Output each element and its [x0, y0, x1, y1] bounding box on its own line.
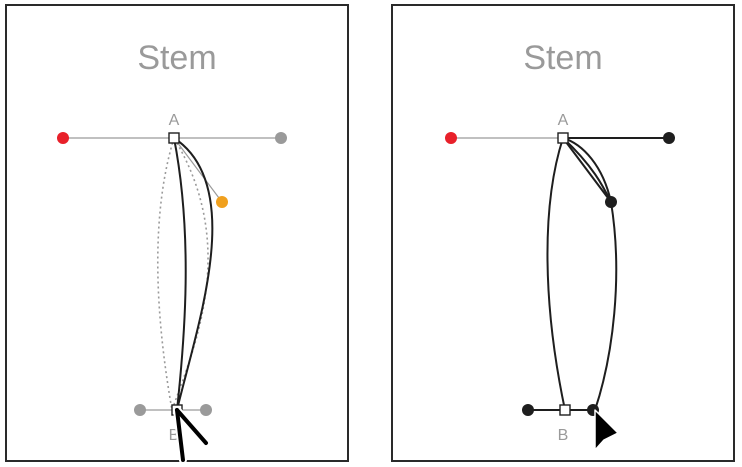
right-midpoint-handle[interactable] — [605, 196, 617, 208]
right-handle-a-right[interactable] — [663, 132, 675, 144]
left-handle-a-right[interactable] — [275, 132, 287, 144]
left-panel-drawing: Stem A B — [57, 39, 287, 464]
left-anchor-a[interactable] — [168, 132, 180, 144]
right-anchor-a-label: A — [558, 112, 569, 129]
right-handle-b-left[interactable] — [522, 404, 534, 416]
left-handle-b-right[interactable] — [200, 404, 212, 416]
left-midpoint-handle[interactable] — [216, 196, 228, 208]
right-handle-a-left[interactable] — [445, 132, 457, 144]
right-anchor-b-label: B — [558, 427, 569, 444]
right-stem-inner-curve — [562, 137, 612, 203]
left-handle-a-left[interactable] — [57, 132, 69, 144]
left-handle-b-left[interactable] — [134, 404, 146, 416]
left-anchor-a-label: A — [169, 112, 180, 129]
right-panel: Stem A B — [391, 4, 735, 462]
left-anchor-b-label: B — [169, 427, 180, 444]
right-panel-title: Stem — [523, 39, 602, 77]
left-panel-title: Stem — [137, 39, 216, 77]
right-panel-drawing: Stem A B — [445, 39, 675, 451]
left-panel: Stem A B — [5, 4, 349, 464]
right-stem-path — [546, 136, 618, 411]
arrow-pointer-icon — [594, 409, 619, 451]
left-preview-path — [157, 136, 209, 414]
left-midpoint-handle-line — [173, 137, 223, 203]
pen-icon — [173, 406, 210, 464]
right-anchor-b[interactable] — [559, 404, 571, 416]
right-anchor-a[interactable] — [557, 132, 569, 144]
left-stem-path — [172, 135, 214, 411]
right-midpoint-handle-line — [562, 137, 612, 203]
